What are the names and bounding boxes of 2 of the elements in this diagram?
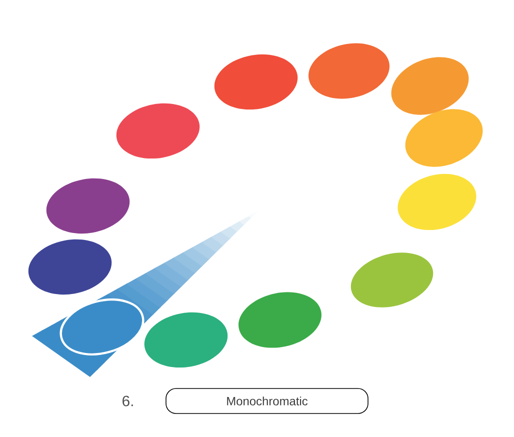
number-label: 6. (122, 396, 133, 406)
name-box: Monochromatic (166, 388, 368, 414)
